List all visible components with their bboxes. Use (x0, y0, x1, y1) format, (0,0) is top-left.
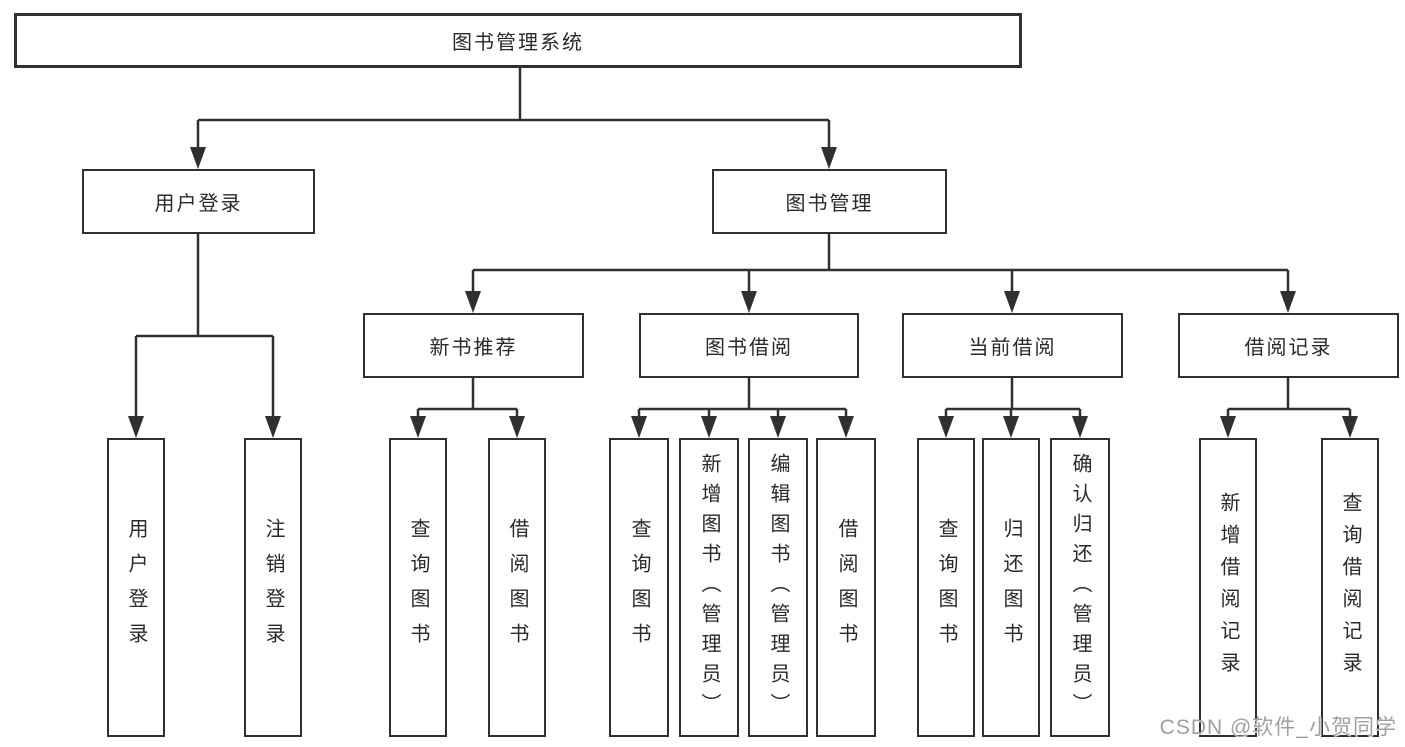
leaf-br-add-record: 新增借阅记录 (1199, 438, 1257, 737)
leaf-label: 编辑图书（管理员） (767, 452, 789, 723)
node-label: 图书借阅 (705, 337, 793, 359)
node-label: 借阅记录 (1244, 337, 1333, 359)
leaf-label: 确认归还（管理员） (1069, 452, 1091, 723)
arrowhead-icon (1342, 416, 1358, 438)
leaf-user-login: 用户登录 (107, 438, 165, 737)
arrowhead-icon (128, 416, 144, 438)
arrowhead-icon (741, 291, 757, 313)
arrowhead-icon (1003, 416, 1019, 438)
node-book-management: 图书管理 (712, 169, 947, 234)
leaf-bb-edit-book-admin: 编辑图书（管理员） (748, 438, 808, 737)
leaf-bb-borrow-book: 借阅图书 (816, 438, 876, 737)
leaf-label: 新增借阅记录 (1217, 491, 1239, 684)
leaf-label: 用户登录 (125, 517, 147, 658)
arrowhead-icon (509, 416, 525, 438)
node-new-book-recommend: 新书推荐 (363, 313, 584, 378)
arrowhead-icon (1004, 291, 1020, 313)
node-label: 用户登录 (154, 193, 243, 215)
leaf-label: 注销登录 (262, 517, 284, 658)
leaf-br-query-record: 查询借阅记录 (1321, 438, 1379, 737)
leaf-rec-borrow-book: 借阅图书 (488, 438, 546, 737)
edge-root-to-level2 (196, 66, 831, 150)
node-label: 图书管理 (785, 193, 874, 215)
leaf-label: 查询图书 (407, 517, 429, 658)
leaf-bb-query-book: 查询图书 (609, 438, 669, 737)
arrowhead-icon (190, 147, 206, 169)
leaf-label: 借阅图书 (835, 517, 857, 658)
leaf-cb-confirm-return-admin: 确认归还（管理员） (1050, 438, 1110, 737)
node-user-login: 用户登录 (82, 169, 315, 234)
node-root-label: 图书管理系统 (452, 32, 584, 54)
edge-book-borrow-children (637, 376, 848, 419)
leaf-rec-query-book: 查询图书 (389, 438, 447, 737)
leaf-label: 归还图书 (1000, 517, 1022, 658)
arrowheads (128, 147, 1358, 438)
leaf-label: 查询借阅记录 (1339, 491, 1361, 684)
arrowhead-icon (1220, 416, 1236, 438)
node-label: 当前借阅 (968, 337, 1057, 359)
arrowhead-icon (770, 416, 786, 438)
csdn-watermark: CSDN @软件_小贺同学 (1159, 716, 1397, 739)
node-book-borrow: 图书借阅 (639, 313, 859, 378)
arrowhead-icon (1280, 291, 1296, 313)
edge-new-book-rec-children (416, 376, 519, 419)
arrowhead-icon (1072, 416, 1088, 438)
edge-book-mgmt-children (471, 232, 1290, 294)
leaf-cb-return-book: 归还图书 (982, 438, 1040, 737)
node-current-borrow: 当前借阅 (902, 313, 1123, 378)
arrowhead-icon (821, 147, 837, 169)
node-borrow-records: 借阅记录 (1178, 313, 1399, 378)
leaf-cb-query-book: 查询图书 (917, 438, 975, 737)
arrowhead-icon (465, 291, 481, 313)
tree-edges (134, 66, 1352, 419)
leaf-label: 新增图书（管理员） (698, 452, 720, 723)
arrowhead-icon (938, 416, 954, 438)
arrowhead-icon (701, 416, 717, 438)
leaf-label: 借阅图书 (506, 517, 528, 658)
arrowhead-icon (838, 416, 854, 438)
leaf-label: 查询图书 (628, 517, 650, 658)
leaf-label: 查询图书 (935, 517, 957, 658)
arrowhead-icon (265, 416, 281, 438)
arrowhead-icon (631, 416, 647, 438)
edge-borrow-records-children (1226, 376, 1352, 419)
arrowhead-icon (410, 416, 426, 438)
leaf-bb-add-book-admin: 新增图书（管理员） (679, 438, 739, 737)
leaf-logout: 注销登录 (244, 438, 302, 737)
node-label: 新书推荐 (429, 337, 518, 359)
node-root-system: 图书管理系统 (14, 13, 1022, 68)
edge-current-borrow-children (944, 376, 1082, 419)
edge-user-login-children (134, 232, 275, 419)
